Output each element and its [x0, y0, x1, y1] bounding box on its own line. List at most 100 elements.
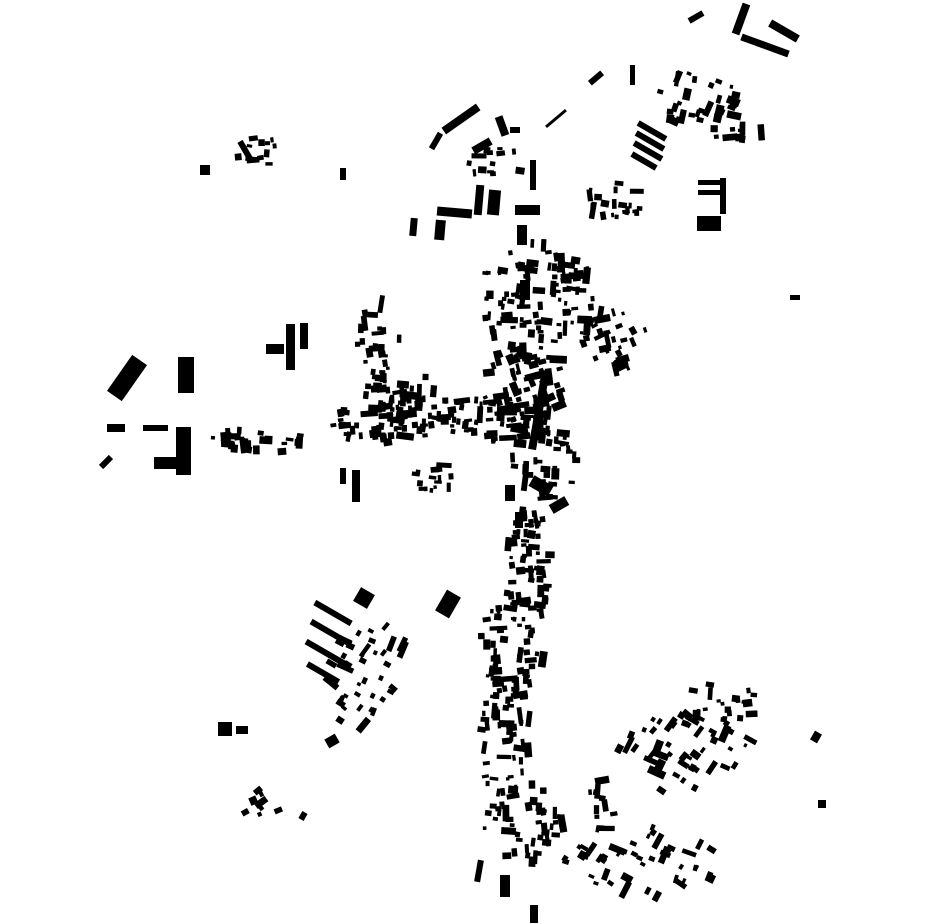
- building: [481, 774, 490, 779]
- building: [541, 828, 546, 833]
- building: [672, 771, 681, 779]
- building: [442, 397, 449, 404]
- building: [285, 437, 294, 442]
- building: [471, 137, 493, 155]
- building: [666, 750, 674, 758]
- building: [511, 533, 521, 540]
- building: [519, 506, 527, 513]
- building: [492, 391, 510, 401]
- building: [705, 681, 715, 688]
- building: [490, 361, 497, 370]
- building: [594, 784, 601, 799]
- building: [549, 280, 557, 296]
- building: [511, 678, 518, 683]
- building: [565, 449, 573, 454]
- building: [693, 725, 705, 739]
- building: [427, 412, 433, 420]
- building: [369, 692, 376, 700]
- building: [510, 538, 518, 547]
- building: [509, 555, 514, 560]
- building: [540, 787, 547, 794]
- building: [571, 306, 579, 311]
- building: [247, 444, 252, 452]
- building: [566, 277, 572, 284]
- building: [606, 879, 615, 887]
- building: [537, 495, 552, 501]
- building: [545, 108, 567, 129]
- building: [561, 271, 566, 276]
- building: [524, 624, 532, 630]
- building: [519, 287, 527, 306]
- building: [486, 189, 502, 216]
- building: [497, 721, 502, 729]
- building: [515, 205, 540, 215]
- building: [506, 792, 520, 800]
- building: [713, 134, 719, 140]
- building: [411, 421, 419, 429]
- building: [515, 363, 521, 373]
- building: [614, 180, 624, 187]
- building: [567, 309, 572, 315]
- building: [367, 627, 375, 634]
- building: [678, 751, 690, 762]
- building: [532, 394, 539, 402]
- building: [497, 403, 517, 414]
- building: [523, 273, 527, 279]
- building: [621, 311, 625, 316]
- building: [563, 300, 568, 306]
- building: [609, 811, 618, 817]
- building: [596, 327, 604, 335]
- building: [716, 699, 721, 703]
- building: [403, 394, 410, 402]
- building: [729, 126, 736, 132]
- building: [593, 329, 612, 341]
- building: [614, 348, 623, 358]
- building: [572, 274, 581, 282]
- building: [499, 434, 517, 442]
- building: [485, 780, 490, 787]
- building: [352, 470, 360, 502]
- building: [597, 854, 608, 865]
- building: [488, 325, 496, 335]
- building: [370, 368, 376, 376]
- building: [422, 373, 429, 381]
- building: [600, 199, 610, 208]
- building: [286, 324, 295, 370]
- building: [590, 295, 595, 302]
- building: [524, 656, 537, 664]
- building: [592, 354, 599, 362]
- building: [553, 446, 561, 452]
- building: [516, 654, 522, 660]
- building: [544, 368, 554, 386]
- building: [435, 589, 461, 619]
- building: [246, 156, 260, 164]
- building: [614, 322, 624, 330]
- building: [516, 529, 521, 535]
- building: [532, 286, 546, 295]
- building: [553, 381, 561, 389]
- building: [674, 878, 688, 890]
- building: [508, 381, 521, 397]
- building: [476, 406, 484, 424]
- building: [540, 465, 551, 473]
- building: [482, 760, 491, 766]
- building: [502, 852, 512, 860]
- building: [236, 426, 242, 435]
- building: [527, 359, 539, 370]
- building: [545, 551, 555, 559]
- building: [418, 486, 425, 491]
- building: [532, 414, 543, 423]
- building: [702, 100, 715, 118]
- building: [354, 341, 361, 347]
- building: [451, 416, 457, 423]
- building: [218, 722, 232, 736]
- building: [462, 397, 470, 403]
- building: [810, 730, 822, 744]
- building: [492, 350, 503, 367]
- building: [634, 130, 666, 152]
- building: [337, 417, 344, 422]
- building: [625, 364, 631, 371]
- building: [361, 676, 369, 685]
- building: [506, 730, 513, 736]
